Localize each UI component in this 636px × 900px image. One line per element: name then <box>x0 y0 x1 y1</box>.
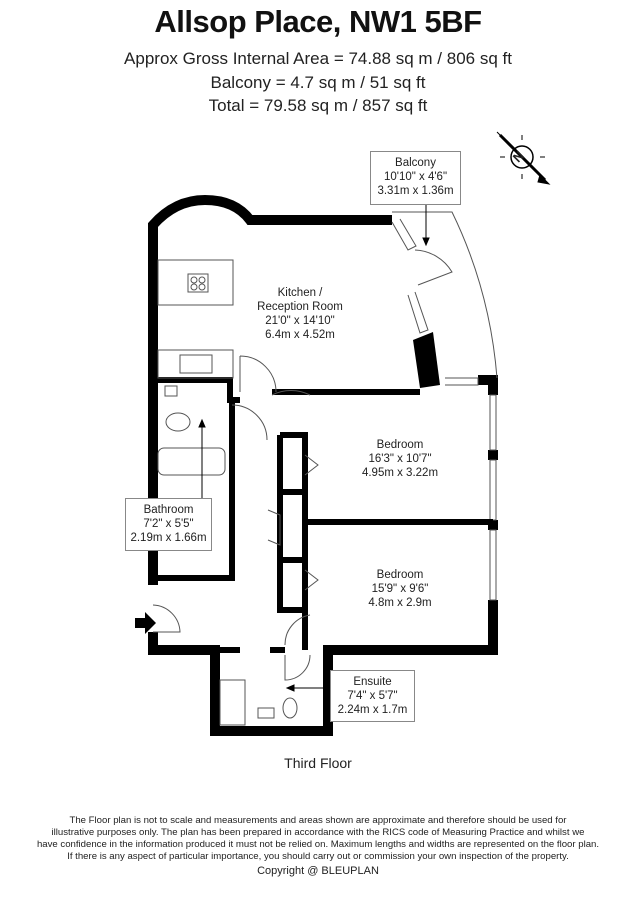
bedroom-door-swing <box>284 614 311 646</box>
exterior-wall <box>148 194 392 585</box>
bedroom1-label: Bedroom 16'3" x 10'7" 4.95m x 3.22m <box>345 438 455 480</box>
room-name: Bedroom <box>376 439 424 451</box>
room-metric: 4.95m x 3.22m <box>361 467 439 479</box>
room-metric: 2.19m x 1.66m <box>130 532 207 544</box>
hall-door-swing <box>271 389 311 396</box>
copyright: Copyright @ BLEUPLAN <box>257 865 379 877</box>
window <box>489 459 497 521</box>
exterior-wall <box>148 600 498 736</box>
disclaimer-line: have confidence in the information produ… <box>36 839 600 850</box>
window <box>407 291 429 334</box>
room-name: Ensuite <box>353 676 392 688</box>
ensuite-door-swing <box>284 654 311 681</box>
toilet-icon <box>165 412 191 432</box>
wall-pier <box>413 332 440 388</box>
bedroom2-label: Bedroom 15'9" x 9'6" 4.8m x 2.9m <box>345 568 455 610</box>
bathroom-label-box: Bathroom 7'2" x 5'5" 2.19m x 1.66m <box>125 498 212 551</box>
room-imperial: 7'2" x 5'5" <box>143 518 194 530</box>
interior-wall <box>277 432 308 613</box>
window <box>391 218 417 251</box>
entrance-door-swing <box>152 604 181 633</box>
shower-tray <box>219 679 246 726</box>
interior-wall <box>158 400 235 581</box>
compass-icon <box>496 131 551 185</box>
room-name: Kitchen / <box>277 287 323 299</box>
entrance-arrow-icon <box>135 612 156 634</box>
balcony-outline <box>392 211 498 379</box>
disclaimer-line: illustrative purposes only. The plan has… <box>51 827 585 838</box>
room-imperial: 21'0" x 14'10" <box>265 315 335 327</box>
room-metric: 3.31m x 1.36m <box>377 185 454 197</box>
room-imperial: 10'10" x 4'6" <box>383 171 448 183</box>
room-metric: 2.24m x 1.7m <box>337 704 408 716</box>
room-imperial: 7'4" x 5'7" <box>347 690 398 702</box>
window <box>445 377 479 386</box>
sink-icon <box>179 354 213 374</box>
room-name: Balcony <box>395 157 436 169</box>
bathroom-door-swing <box>231 404 268 441</box>
toilet-icon <box>282 697 298 719</box>
page-title: Allsop Place, NW1 5BF <box>154 4 482 39</box>
room-name: Bedroom <box>376 569 424 581</box>
basin-icon <box>164 385 178 397</box>
window <box>489 529 497 601</box>
balcony-label-box: Balcony 10'10" x 4'6" 3.31m x 1.36m <box>370 151 461 205</box>
ensuite-label-box: Ensuite 7'4" x 5'7" 2.24m x 1.7m <box>330 670 415 722</box>
gross-area: Approx Gross Internal Area = 74.88 sq m … <box>124 49 512 68</box>
total-area: Total = 79.58 sq m / 857 sq ft <box>208 96 428 115</box>
hob-icon <box>187 273 209 293</box>
kitchen-island <box>157 259 234 306</box>
bathtub-icon <box>157 447 226 476</box>
balcony-door-swing <box>414 249 453 286</box>
room-imperial: 16'3" x 10'7" <box>368 453 432 465</box>
room-metric: 4.8m x 2.9m <box>368 597 432 609</box>
room-name: Reception Room <box>257 301 343 313</box>
kitchen-counter <box>157 349 234 379</box>
balcony-area: Balcony = 4.7 sq m / 51 sq ft <box>210 73 426 92</box>
interior-wall <box>158 377 240 403</box>
kitchen-door-swing <box>239 355 277 393</box>
basin-icon <box>257 707 275 719</box>
room-imperial: 15'9" x 9'6" <box>371 583 429 595</box>
kitchen-label: Kitchen / Reception Room 21'0" x 14'10" … <box>235 286 365 342</box>
exterior-wall <box>478 375 498 530</box>
room-metric: 6.4m x 4.52m <box>265 329 335 341</box>
room-name: Bathroom <box>143 504 194 516</box>
disclaimer-line: If there is any aspect of particular imp… <box>67 851 569 862</box>
disclaimer-line: The Floor plan is not to scale and measu… <box>69 815 567 826</box>
hall-door <box>267 509 281 546</box>
wardrobe-door <box>304 454 319 591</box>
disclaimer: The Floor plan is not to scale and measu… <box>0 815 636 863</box>
floor-label: Third Floor <box>284 755 352 771</box>
window <box>489 394 497 451</box>
